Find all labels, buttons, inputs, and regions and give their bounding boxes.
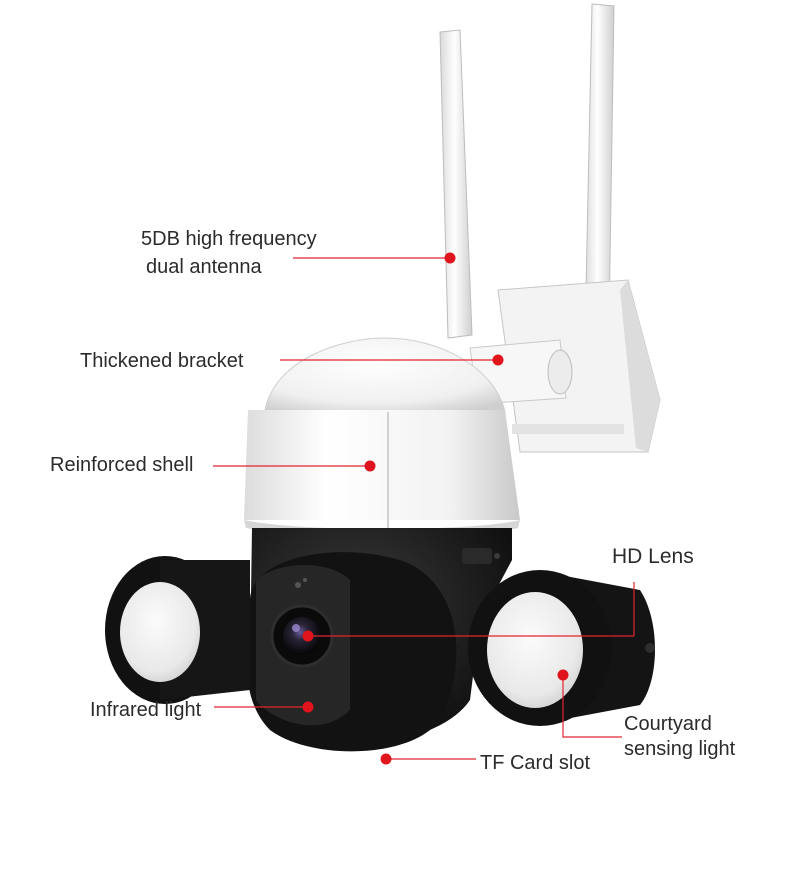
camera-body [246,528,512,752]
left-floodlight [105,556,250,704]
callout-dots [302,252,569,765]
courtyard-dot [557,669,569,681]
wall-bracket [469,279,661,453]
bracket-dot [492,354,504,366]
bracket-label: Thickened bracket [80,350,244,372]
callout-lines [213,257,635,760]
shell-dot [364,460,376,472]
antenna-label-line2: dual antenna [146,256,262,278]
antenna-dot [444,252,456,264]
courtyard-label-line2: sensing light [624,738,736,760]
courtyard-label-line1: Courtyard [624,713,712,735]
infrared-label: Infrared light [90,699,202,721]
infrared-dot [302,701,314,713]
tf-card-label: TF Card slot [480,752,591,774]
antenna-label-line1: 5DB high frequency [141,228,317,250]
lens-dot [302,630,314,642]
shell-label: Reinforced shell [50,454,194,476]
lens-label: HD Lens [612,545,694,568]
dome-shell [244,337,520,536]
tf-card-dot [380,753,392,765]
antenna-left [439,29,473,339]
right-floodlight [468,570,655,726]
